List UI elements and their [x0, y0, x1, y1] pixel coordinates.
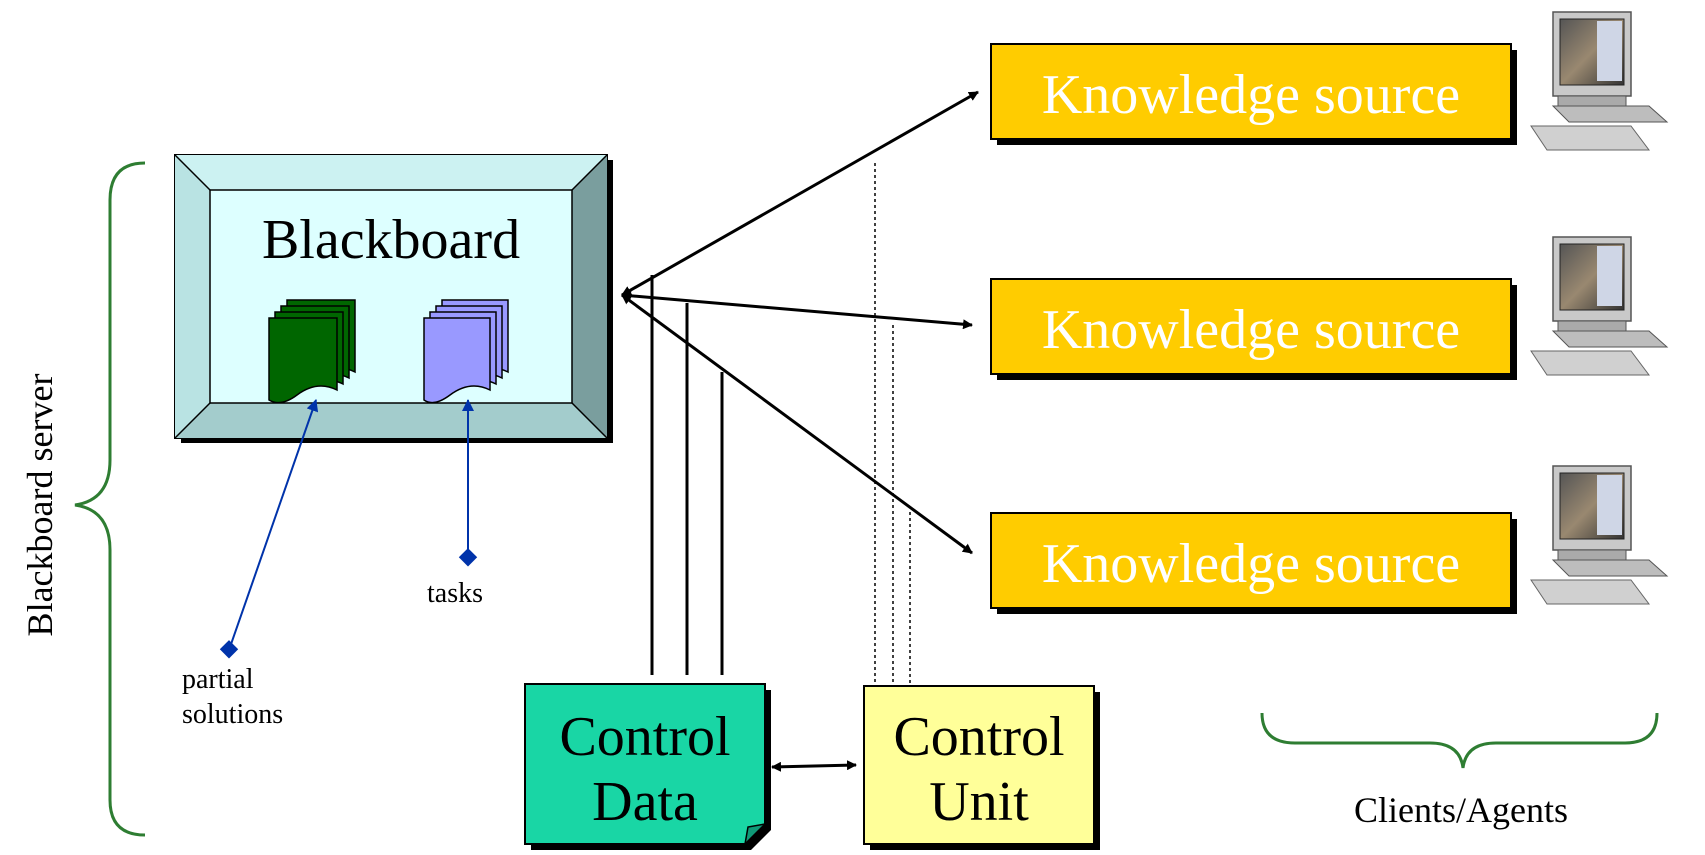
- partial-solutions-label-line2: solutions: [182, 699, 283, 730]
- knowledge-source-label-2: Knowledge source: [1042, 299, 1460, 361]
- tasks-doc-stack: [423, 299, 509, 404]
- control-data-label-line1: Control: [559, 706, 730, 768]
- partial-solutions-pointer-marker: [219, 640, 239, 659]
- knowledge-source-box-1: Knowledge source: [990, 43, 1517, 145]
- control-unit-label-line2: Unit: [929, 771, 1029, 833]
- knowledge-source-label-1: Knowledge source: [1042, 64, 1460, 126]
- control-data-label-line2: Data: [592, 771, 698, 833]
- arrow-to-knowledge-source-3: [621, 293, 973, 555]
- control-data-box: Control Data: [524, 683, 771, 850]
- blackboard-title: Blackboard: [262, 209, 520, 271]
- arrow-to-knowledge-source-2: [621, 290, 973, 330]
- partial-solutions-pointer: [228, 399, 319, 651]
- tasks-pointer-marker: [458, 548, 478, 567]
- control-unit-box: Control Unit: [863, 685, 1100, 850]
- control-unit-links: [874, 163, 911, 685]
- clients-agents-label: Clients/Agents: [1354, 790, 1568, 830]
- partial-solutions-doc-stack: [268, 299, 356, 404]
- control-data-unit-arrow: [771, 760, 857, 772]
- server-brace: [74, 161, 146, 837]
- tasks-label: tasks: [427, 578, 483, 609]
- knowledge-source-box-2: Knowledge source: [990, 278, 1517, 380]
- computer-icon-2: [1530, 236, 1669, 376]
- control-data-links: [650, 275, 724, 675]
- blackboard-server-label: Blackboard server: [20, 374, 60, 637]
- knowledge-source-label-3: Knowledge source: [1042, 533, 1460, 595]
- clients-brace: [1260, 712, 1659, 769]
- computer-icon-3: [1530, 465, 1669, 605]
- control-unit-label-line1: Control: [893, 706, 1064, 768]
- computer-icon-1: [1530, 11, 1669, 151]
- partial-solutions-label-line1: partial: [182, 664, 254, 695]
- blackboard-panel: [174, 154, 613, 443]
- arrow-to-knowledge-source-1: [621, 90, 979, 297]
- knowledge-source-box-3: Knowledge source: [990, 512, 1517, 614]
